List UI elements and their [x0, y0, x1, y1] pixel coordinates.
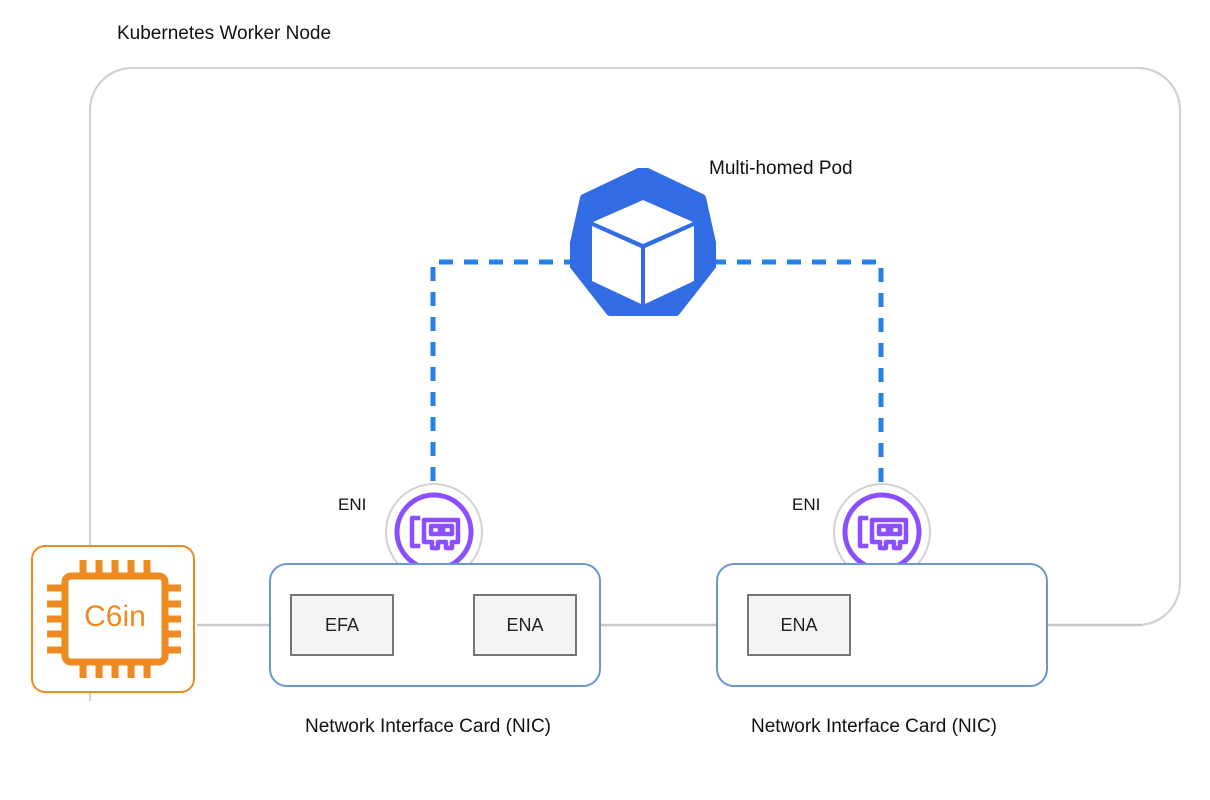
nic2-card-ena[interactable]: ENA	[747, 594, 851, 656]
eni-badge-1[interactable]	[384, 482, 484, 582]
eni-badge-2[interactable]	[832, 482, 932, 582]
eni-label-2: ENI	[792, 495, 821, 514]
nic-caption-1: Network Interface Card (NIC)	[305, 716, 552, 737]
dashed-link-pod-to-eni-2	[712, 259, 884, 500]
nic-caption-2: Network Interface Card (NIC)	[751, 716, 998, 737]
pod-label: Multi-homed Pod	[709, 158, 853, 179]
cpu-chip-icon: C6in	[47, 560, 181, 678]
network-interface-card-icon	[857, 515, 909, 551]
dashed-link-pod-to-eni-1	[430, 259, 578, 500]
eni-label-1: ENI	[338, 495, 367, 514]
page-title: Kubernetes Worker Node	[117, 23, 332, 44]
nic1-card-ena[interactable]: ENA	[473, 594, 577, 656]
nic1-card-efa[interactable]: EFA	[290, 594, 394, 656]
c6in-label: C6in	[84, 600, 146, 633]
network-interface-card-icon	[409, 515, 461, 551]
worker-node-boundary	[88, 66, 1182, 702]
kubernetes-logo-icon	[570, 168, 716, 316]
